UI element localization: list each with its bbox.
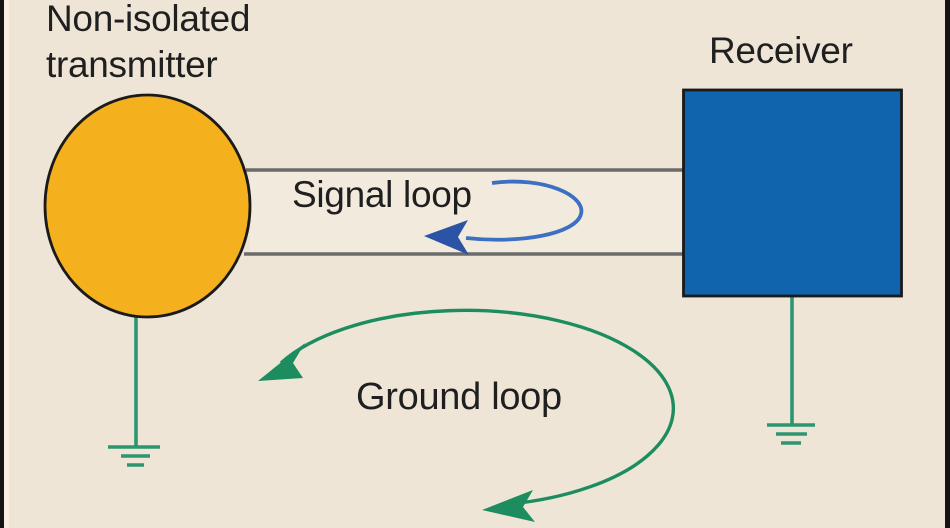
transmitter-label-line2: transmitter <box>46 44 218 85</box>
signal-loop-arc <box>465 179 584 242</box>
ground-loop-arc <box>279 308 675 507</box>
page-left-highlight <box>4 0 9 528</box>
ground-loop-arrowhead-bottom-icon <box>482 490 535 522</box>
transmitter-label-line1: Non-isolated <box>46 0 251 39</box>
transmitter-ground-symbol <box>108 314 160 467</box>
ground-loop-label: Ground loop <box>356 376 562 418</box>
signal-loop-arrow <box>424 179 584 255</box>
page-left-border <box>0 0 4 528</box>
receiver-box <box>682 88 903 298</box>
ground-loop-arrowhead-top-icon <box>258 343 305 381</box>
page-right-border <box>945 0 950 528</box>
transmitter-circle <box>43 93 252 319</box>
ground-loop-arrow <box>258 308 675 522</box>
receiver-label: Receiver <box>709 30 853 71</box>
receiver-ground-symbol <box>767 297 815 445</box>
transmitter-label: Non-isolated transmitter <box>46 0 250 88</box>
signal-loop-arrowhead-icon <box>424 220 469 255</box>
signal-loop-label: Signal loop <box>292 174 472 215</box>
